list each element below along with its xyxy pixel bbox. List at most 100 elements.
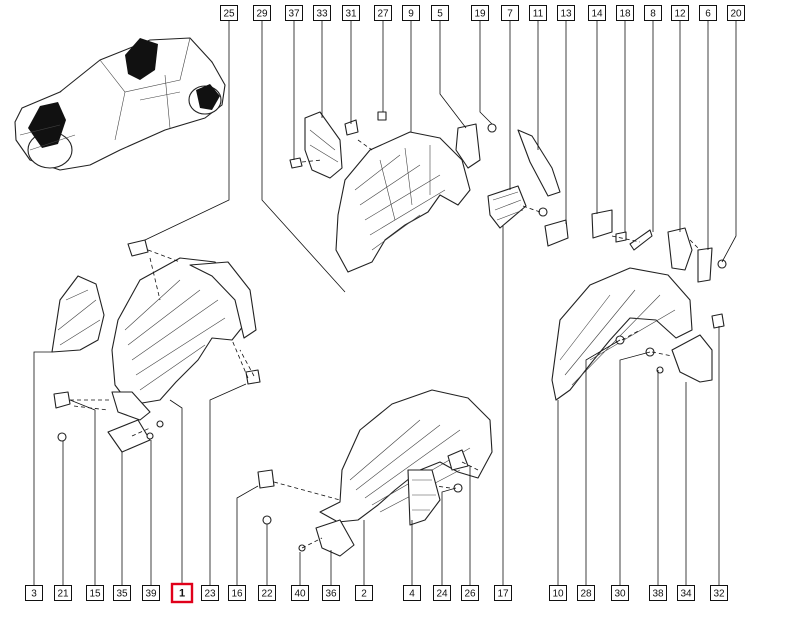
leader-lines: [33, 20, 737, 592]
car-thumbnail: [14, 37, 226, 171]
callout-9: 9: [402, 5, 420, 21]
callout-number: 16: [231, 589, 243, 600]
callout-number: 24: [436, 589, 448, 600]
callout-number: 8: [650, 9, 656, 20]
callout-number: 37: [288, 9, 300, 20]
callout-box: [220, 5, 238, 21]
wheel-arch-liner-lower: [319, 389, 493, 526]
callout-number: 17: [497, 589, 509, 600]
callout-6: 6: [699, 5, 717, 21]
callout-5: 5: [431, 5, 449, 21]
callout-box: [461, 585, 479, 601]
callout-26: 26: [461, 585, 479, 601]
callout-12: 12: [671, 5, 689, 21]
callout-20: 20: [727, 5, 745, 21]
callout-box: [557, 5, 575, 21]
callout-3: 3: [25, 585, 43, 601]
callout-box: [402, 5, 420, 21]
callout-21: 21: [54, 585, 72, 601]
callout-box: [170, 582, 194, 604]
wheel-arch-liner-left: [111, 257, 257, 421]
callout-10: 10: [549, 585, 567, 601]
callout-box: [291, 585, 309, 601]
wheel-arch-liner-upper: [335, 131, 471, 273]
callout-40: 40: [291, 585, 309, 601]
callout-number: 26: [464, 589, 476, 600]
callout-number: 20: [730, 9, 742, 20]
callout-number: 19: [474, 9, 486, 20]
callout-box: [374, 5, 392, 21]
callout-23: 23: [201, 585, 219, 601]
callout-13: 13: [557, 5, 575, 21]
callout-number: 12: [674, 9, 686, 20]
callout-number: 5: [437, 9, 443, 20]
callout-36: 36: [322, 585, 340, 601]
callout-box: [355, 585, 373, 601]
small-fasteners-left: [53, 239, 261, 453]
callout-box: [644, 5, 662, 21]
callout-box: [431, 5, 449, 21]
callout-number: 21: [57, 589, 69, 600]
callout-24: 24: [433, 585, 451, 601]
callout-box: [313, 5, 331, 21]
callout-box: [588, 5, 606, 21]
callout-box: [677, 585, 695, 601]
callout-number: 23: [204, 589, 216, 600]
callout-2: 2: [355, 585, 373, 601]
callout-box: [649, 585, 667, 601]
callout-1: 1: [170, 582, 194, 604]
callout-number: 14: [591, 9, 603, 20]
callout-29: 29: [253, 5, 271, 21]
callout-28: 28: [577, 585, 595, 601]
callout-7: 7: [501, 5, 519, 21]
callout-25: 25: [220, 5, 238, 21]
callout-box: [25, 585, 43, 601]
small-fasteners-top: [289, 111, 727, 283]
callout-37: 37: [285, 5, 303, 21]
callout-19: 19: [471, 5, 489, 21]
callout-box: [403, 585, 421, 601]
bracket-left: [51, 275, 105, 353]
top-label-row: 25 29 37 33 31 27 9 5 19 7 11 13 14 18 8 12 6 20: [220, 5, 745, 21]
callout-box: [577, 585, 595, 601]
callout-number: 27: [377, 9, 389, 20]
callout-number: 2: [361, 589, 367, 600]
callout-30: 30: [611, 585, 629, 601]
callout-box: [699, 5, 717, 21]
callout-box: [433, 585, 451, 601]
callout-11: 11: [529, 5, 547, 21]
callout-number: 22: [261, 589, 273, 600]
callout-31: 31: [342, 5, 360, 21]
callout-15: 15: [86, 585, 104, 601]
callout-16: 16: [228, 585, 246, 601]
callout-number: 10: [552, 589, 564, 600]
callout-number: 4: [409, 589, 415, 600]
callout-number: 28: [580, 589, 592, 600]
callout-number: 7: [507, 9, 513, 20]
callout-box: [142, 585, 160, 601]
callout-box: [494, 585, 512, 601]
callout-box: [86, 585, 104, 601]
callout-box: [228, 585, 246, 601]
callout-box: [611, 585, 629, 601]
callout-number: 1: [179, 588, 185, 600]
callout-box: [54, 585, 72, 601]
callout-number: 35: [116, 589, 128, 600]
mud-flap-top: [304, 111, 343, 179]
callout-14: 14: [588, 5, 606, 21]
callout-4: 4: [403, 585, 421, 601]
wheel-arch-liner-right: [551, 267, 693, 401]
callout-box: [549, 585, 567, 601]
callout-box: [201, 585, 219, 601]
callout-number: 6: [705, 9, 711, 20]
callout-number: 15: [89, 589, 101, 600]
callout-box: [671, 5, 689, 21]
callout-38: 38: [649, 585, 667, 601]
callout-number: 40: [294, 589, 306, 600]
callout-number: 18: [619, 9, 631, 20]
callout-34: 34: [677, 585, 695, 601]
callout-box: [529, 5, 547, 21]
callout-number: 32: [713, 589, 725, 600]
callout-number: 33: [316, 9, 328, 20]
